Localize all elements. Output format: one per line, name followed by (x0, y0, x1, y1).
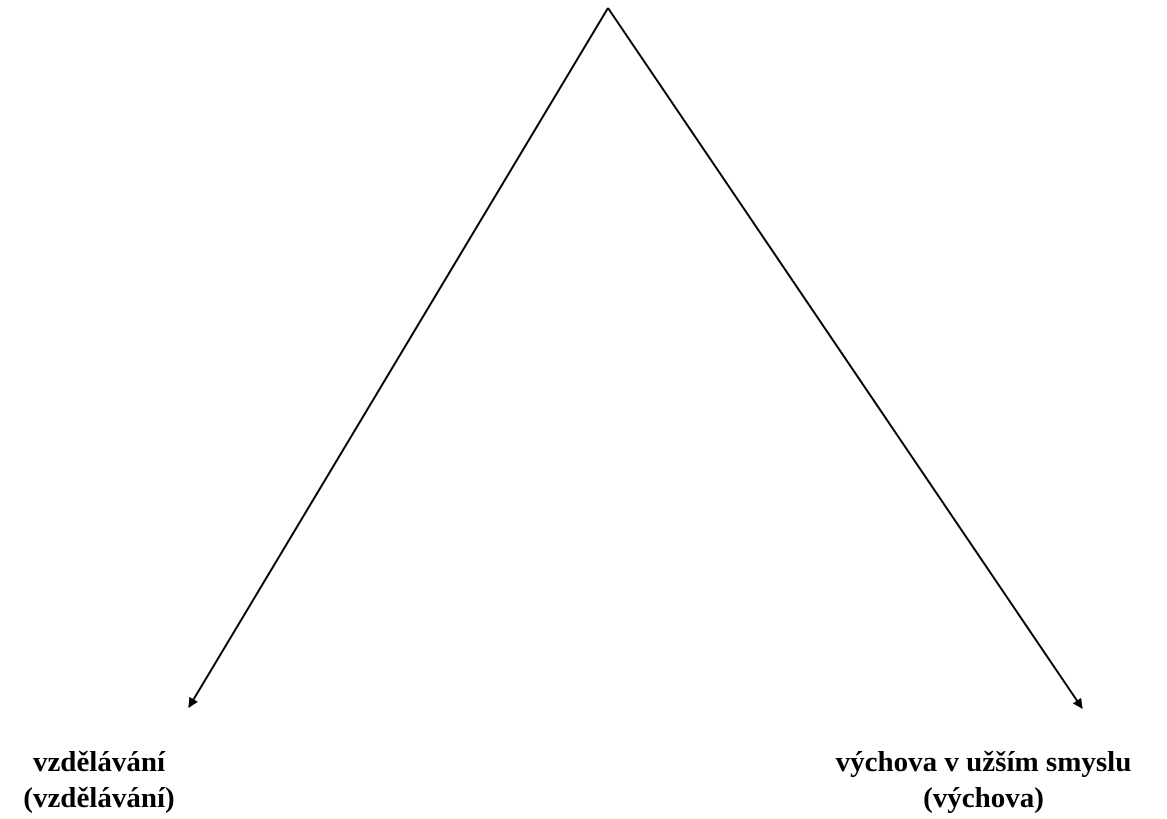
left-branch-label-line2: (vzdělávání) (23, 782, 175, 814)
arrow-left-branch (188, 7, 609, 708)
right-branch-label-line1: výchova v užším smyslu (835, 746, 1132, 778)
right-branch-label: výchova v užším smyslu (výchova) (800, 744, 1167, 816)
left-branch-label-line1: vzdělávání (32, 746, 166, 778)
arrow-right-branch (607, 7, 1083, 709)
left-branch-label: vzdělávání (vzdělávání) (0, 744, 198, 816)
right-branch-label-line2: (výchova) (923, 782, 1044, 814)
